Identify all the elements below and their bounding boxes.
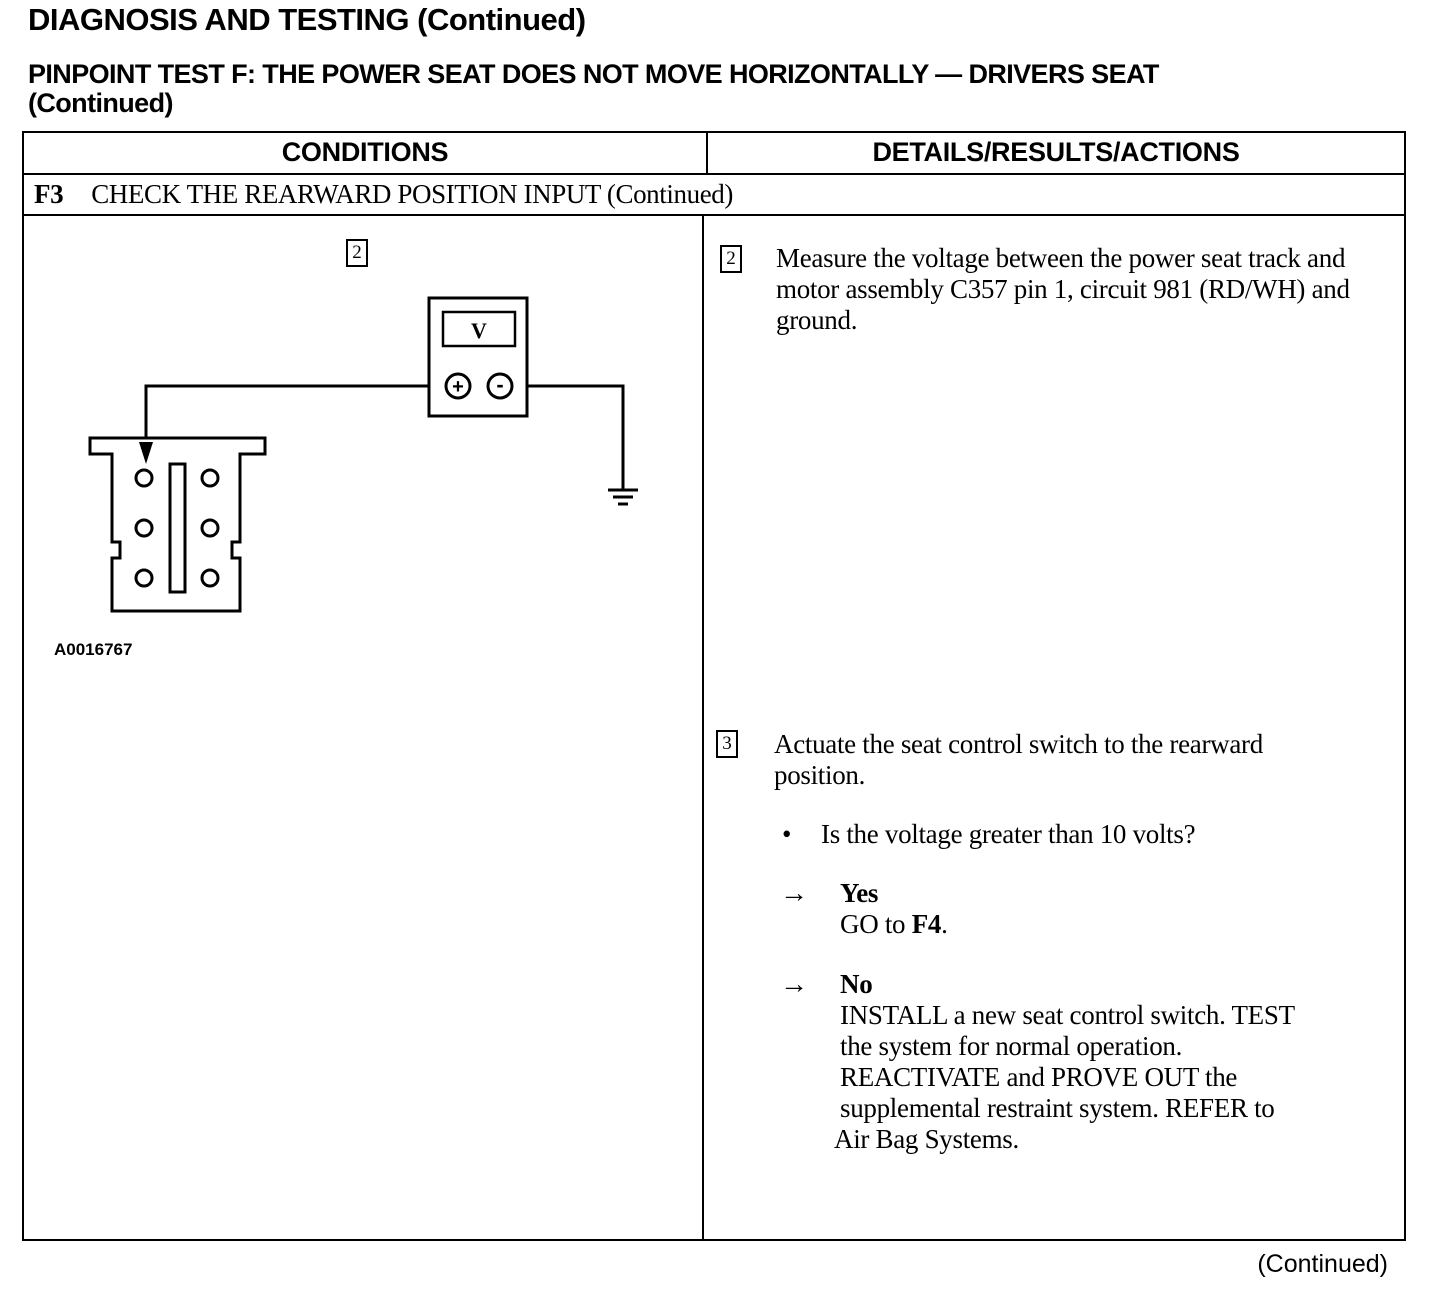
no-result: No INSTALL a new seat control switch. TE… bbox=[834, 969, 1400, 1155]
connector-pin-4 bbox=[200, 518, 220, 538]
figure-id: A0016767 bbox=[54, 640, 133, 659]
step-title-row: F3 CHECK THE REARWARD POSITION INPUT (Con… bbox=[34, 179, 733, 210]
connector-icon bbox=[88, 436, 267, 613]
yes-label: Yes bbox=[840, 878, 879, 908]
ground-icon bbox=[608, 488, 638, 506]
header-column-divider bbox=[706, 133, 708, 173]
yes-action-suffix: . bbox=[941, 909, 948, 939]
yes-action-target[interactable]: F4 bbox=[911, 909, 942, 939]
step-3-number-box: 3 bbox=[716, 730, 738, 758]
test-title-line-2: (Continued) bbox=[28, 88, 173, 118]
voltmeter-icon: V + - bbox=[427, 296, 529, 418]
step-2-instruction: Measure the voltage between the power se… bbox=[776, 243, 1350, 335]
step-title: CHECK THE REARWARD POSITION INPUT (Conti… bbox=[91, 179, 733, 209]
step-row-divider bbox=[24, 214, 1404, 216]
yes-result: Yes GO to F4. bbox=[840, 878, 1380, 940]
connector-pin-2 bbox=[200, 468, 220, 488]
connector-pin-3 bbox=[134, 518, 154, 538]
yes-action-prefix: GO to bbox=[840, 909, 912, 939]
conditions-step-number-box: 2 bbox=[346, 239, 368, 267]
page-title: DIAGNOSIS AND TESTING (Continued) bbox=[28, 2, 586, 37]
no-arrow-icon: → bbox=[780, 969, 808, 1000]
no-action-line-1: INSTALL a new seat control switch. TEST bbox=[840, 1000, 1295, 1030]
probe-tip-icon bbox=[139, 442, 153, 464]
meter-symbol: V bbox=[471, 318, 487, 343]
yes-action: GO to F4. bbox=[840, 909, 1380, 940]
body-column-divider bbox=[702, 214, 704, 1239]
no-action-line-2: the system for normal operation. bbox=[840, 1031, 1183, 1061]
footer-continued: (Continued) bbox=[1257, 1250, 1388, 1278]
connector-pin-1 bbox=[134, 468, 154, 488]
no-action-line-3: REACTIVATE and PROVE OUT the bbox=[840, 1062, 1238, 1092]
no-action-line-5: Air Bag Systems. bbox=[834, 1124, 1019, 1154]
question-bullet: • bbox=[782, 819, 792, 849]
connector-pin-6 bbox=[200, 568, 220, 588]
test-title-line-1: PINPOINT TEST F: THE POWER SEAT DOES NOT… bbox=[28, 59, 1159, 89]
column-header-conditions: CONDITIONS bbox=[281, 137, 449, 167]
pinpoint-test-title: PINPOINT TEST F: THE POWER SEAT DOES NOT… bbox=[28, 60, 1159, 118]
voltmeter-connector-diagram: V + - bbox=[88, 296, 638, 613]
yes-arrow-icon: → bbox=[780, 878, 808, 909]
step-2-number-box: 2 bbox=[720, 245, 742, 273]
negative-lead-wire bbox=[500, 384, 625, 490]
header-divider bbox=[24, 173, 1404, 175]
step-3-instruction: Actuate the seat control switch to the r… bbox=[774, 729, 1263, 790]
voltage-question: Is the voltage greater than 10 volts? bbox=[821, 819, 1196, 849]
no-label: No bbox=[840, 969, 873, 999]
pinpoint-test-table: CONDITIONS DETAILS/RESULTS/ACTIONS F3 CHE… bbox=[22, 131, 1406, 1241]
column-header-details: DETAILS/RESULTS/ACTIONS bbox=[872, 137, 1240, 167]
step-id: F3 bbox=[34, 179, 64, 209]
meter-plus: + bbox=[452, 376, 464, 398]
meter-minus: - bbox=[496, 372, 503, 397]
no-action-line-4: supplemental restraint system. REFER to bbox=[840, 1093, 1275, 1123]
connector-pin-5 bbox=[134, 568, 154, 588]
